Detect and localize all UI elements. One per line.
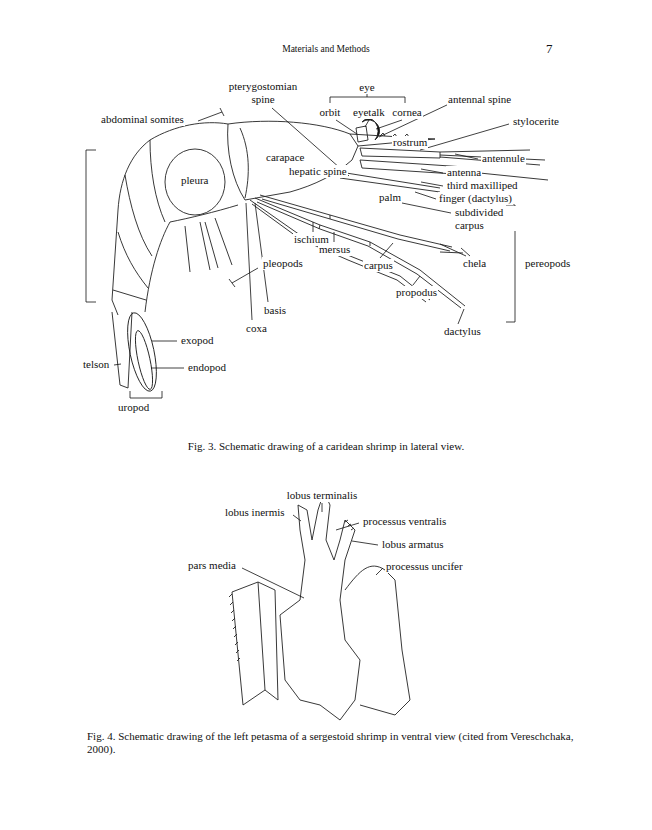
part-label: orbit xyxy=(319,106,342,119)
part-label: carapace xyxy=(265,151,305,164)
part-label: uropod xyxy=(117,401,150,414)
part-label: carpus xyxy=(363,259,394,272)
part-label: processus ventralis xyxy=(362,515,447,528)
part-label: pereopods xyxy=(524,257,571,270)
part-label: abdominal somites xyxy=(100,113,185,126)
part-label: basis xyxy=(263,304,287,317)
part-label: third maxilliped xyxy=(446,179,519,192)
part-label: palm xyxy=(378,191,402,204)
part-label: endopod xyxy=(187,361,227,374)
part-label: propodus xyxy=(395,286,438,299)
part-label: processus uncifer xyxy=(385,560,464,573)
part-label: coxa xyxy=(245,322,268,335)
part-label: pars media xyxy=(187,559,237,572)
part-label: finger (dactylus) xyxy=(438,192,513,205)
part-label: pleura xyxy=(180,174,209,187)
page-number: 7 xyxy=(545,42,554,57)
part-label: eyetalk xyxy=(352,106,386,119)
part-label: exopod xyxy=(180,334,214,347)
part-label: antennule xyxy=(481,152,526,165)
part-label: hepatic spine xyxy=(288,165,348,178)
running-header: Materials and Methods xyxy=(281,44,371,55)
part-label: lobus armatus xyxy=(381,538,444,551)
part-label: stylocerite xyxy=(512,115,560,128)
part-label: chela xyxy=(462,257,487,270)
shrimp-drawing xyxy=(112,119,548,394)
figure-caption: Fig. 4. Schematic drawing of the left pe… xyxy=(86,730,578,755)
part-label: pterygostomian spine xyxy=(219,80,307,105)
part-label: antenna xyxy=(446,166,482,179)
leader-lines xyxy=(86,94,515,398)
part-label: subdivided carpus xyxy=(454,206,518,231)
part-label: cornea xyxy=(391,106,422,119)
part-label: mersus xyxy=(318,243,351,256)
part-label: antennal spine xyxy=(447,93,512,106)
part-label: lobus inermis xyxy=(224,506,286,519)
part-label: pleopods xyxy=(262,257,304,270)
figure-caption: Fig. 3. Schematic drawing of a caridean … xyxy=(187,440,465,453)
part-label: dactylus xyxy=(443,325,482,338)
part-label: rostrum xyxy=(392,136,428,149)
part-label: eye xyxy=(358,81,375,94)
part-label: telson xyxy=(82,358,110,371)
part-label: lobus terminalis xyxy=(286,489,359,502)
